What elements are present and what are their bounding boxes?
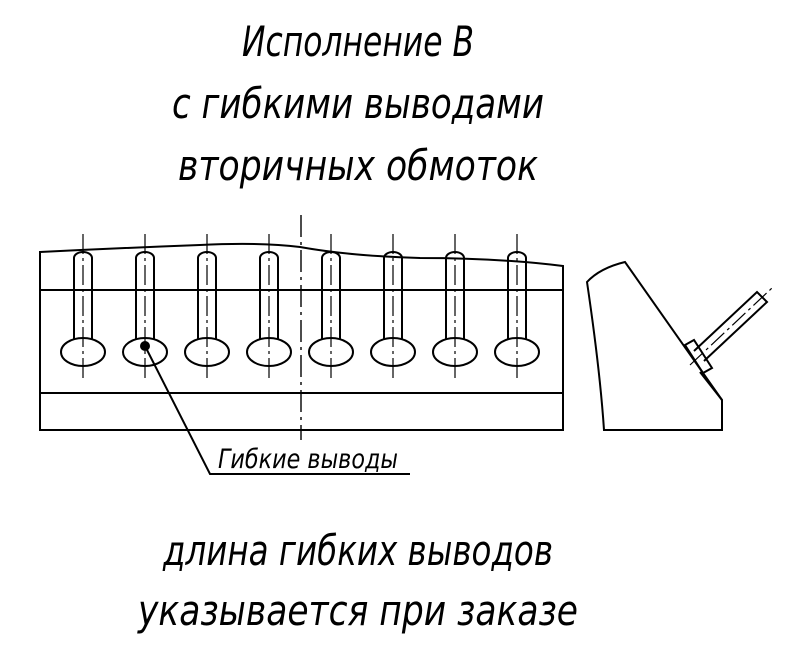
terminal xyxy=(432,234,478,378)
callout-leader xyxy=(144,345,410,475)
terminal xyxy=(184,234,230,378)
block-outline xyxy=(39,242,564,431)
terminal-block-front-view xyxy=(39,215,564,440)
terminal-block-side-view xyxy=(585,260,773,431)
terminal-group xyxy=(60,234,540,378)
terminal xyxy=(246,234,292,378)
note-line-1: длина гибких выводов xyxy=(162,526,553,575)
side-terminal-flange xyxy=(683,338,714,375)
title-line-2: с гибкими выводами xyxy=(172,79,544,128)
terminal xyxy=(494,234,540,378)
note-line-2: указывается при заказе xyxy=(136,586,578,635)
title-line-3: вторичных обмоток xyxy=(178,141,539,190)
side-lead-axis xyxy=(689,287,773,366)
callout-label: Гибкие выводы xyxy=(218,444,398,475)
side-body-outline xyxy=(585,260,723,431)
title-line-1: Исполнение В xyxy=(242,17,474,66)
terminal xyxy=(308,234,354,378)
terminal xyxy=(122,234,168,378)
side-base-step xyxy=(699,371,723,401)
leader-line xyxy=(144,345,410,475)
terminal xyxy=(370,234,416,378)
terminal xyxy=(60,234,106,378)
